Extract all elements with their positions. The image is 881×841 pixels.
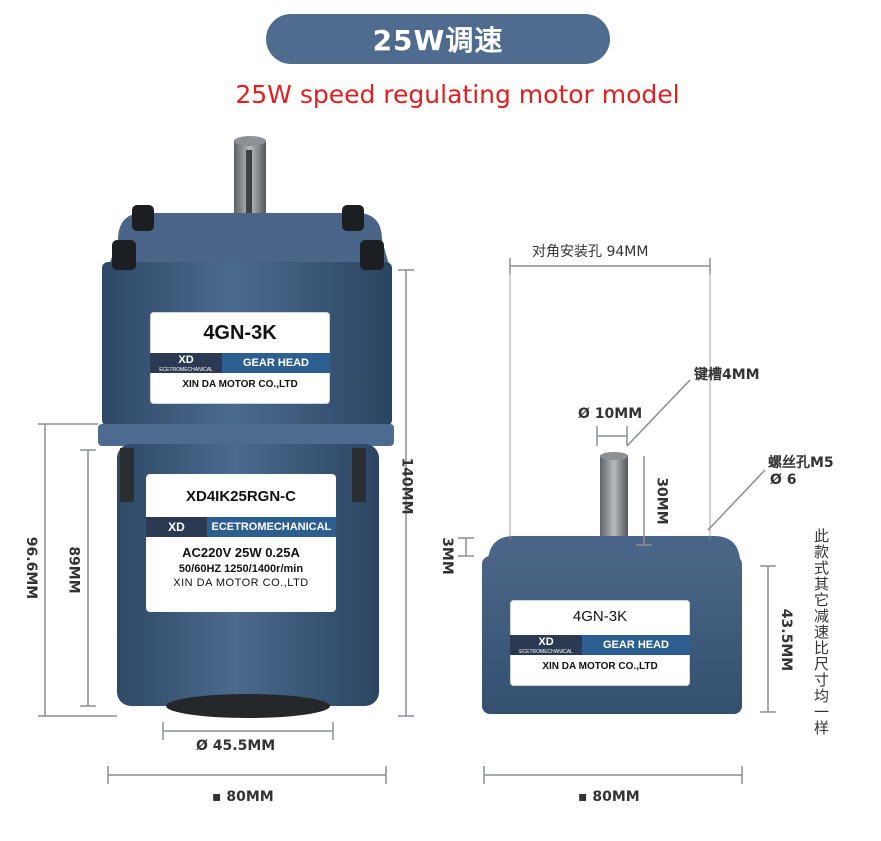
gear-model-right: 4GN-3K (572, 608, 628, 625)
company-right: XIN DA MOTOR CO.,LTD (542, 661, 658, 672)
dimension-lines (38, 258, 776, 784)
gear-model-left: 4GN-3K (203, 322, 277, 344)
dim-89mm: 89MM (65, 546, 82, 594)
dim-screw-hole: 螺丝孔M5 (768, 455, 834, 471)
dim-96-6mm: 96.6MM (23, 536, 40, 600)
dim-boss-3mm: 3MM (438, 537, 455, 575)
motor-brand: XD (146, 517, 207, 537)
dim-width-left: ▪ 80MM (212, 789, 274, 805)
motor-company: XIN DA MOTOR CO.,LTD (173, 577, 309, 589)
gear-head-tag-right: GEAR HEAD (582, 635, 690, 655)
brand-badge-left: XD ECETROMECHANICAL (150, 353, 222, 373)
gearbox-top (108, 213, 390, 268)
gear-label-right: 4GN-3K XD ECETROMECHANICAL GEAR HEAD XIN… (510, 600, 690, 686)
dim-140mm: 140MM (398, 457, 415, 515)
side-note: 此款式其它减速比尺寸均一样 (812, 528, 830, 736)
gear-label-left: 4GN-3K XD ECETROMECHANICAL GEAR HEAD XIN… (150, 312, 330, 404)
title-badge: 25W调速 (266, 14, 610, 64)
dim-diameter-45-5: Ø 45.5MM (196, 738, 276, 754)
subtitle: 25W speed regulating motor model (235, 80, 680, 109)
dim-keyway: 键槽4MM (694, 367, 760, 383)
left-motor (98, 136, 394, 718)
motor-nameplate: XD4IK25RGN-C XD ECETROMECHANICAL AC220V … (146, 474, 336, 612)
shaft-right (600, 455, 628, 550)
dim-shaft-length: 30MM (653, 477, 670, 525)
dim-height-43-5: 43.5MM (778, 608, 795, 672)
gear-head-tag-left: GEAR HEAD (222, 353, 330, 373)
motor-brand-sub: ECETROMECHANICAL (206, 517, 336, 537)
dim-width-right: ▪ 80MM (578, 789, 640, 805)
motor-model: XD4IK25RGN-C (185, 488, 297, 505)
dim-diagonal-94: 对角安装孔 94MM (532, 244, 649, 260)
brand-badge-right: XD ECETROMECHANICAL (510, 635, 582, 655)
company-left: XIN DA MOTOR CO.,LTD (182, 379, 298, 390)
screw-icons (112, 205, 384, 270)
motor-spec: AC220V 25W 0.25A (182, 545, 300, 560)
dim-screw-diameter: Ø 6 (770, 472, 797, 488)
dim-shaft-diameter: Ø 10MM (578, 406, 643, 422)
motor-spec-2: 50/60HZ 1250/1400r/min (178, 563, 304, 575)
